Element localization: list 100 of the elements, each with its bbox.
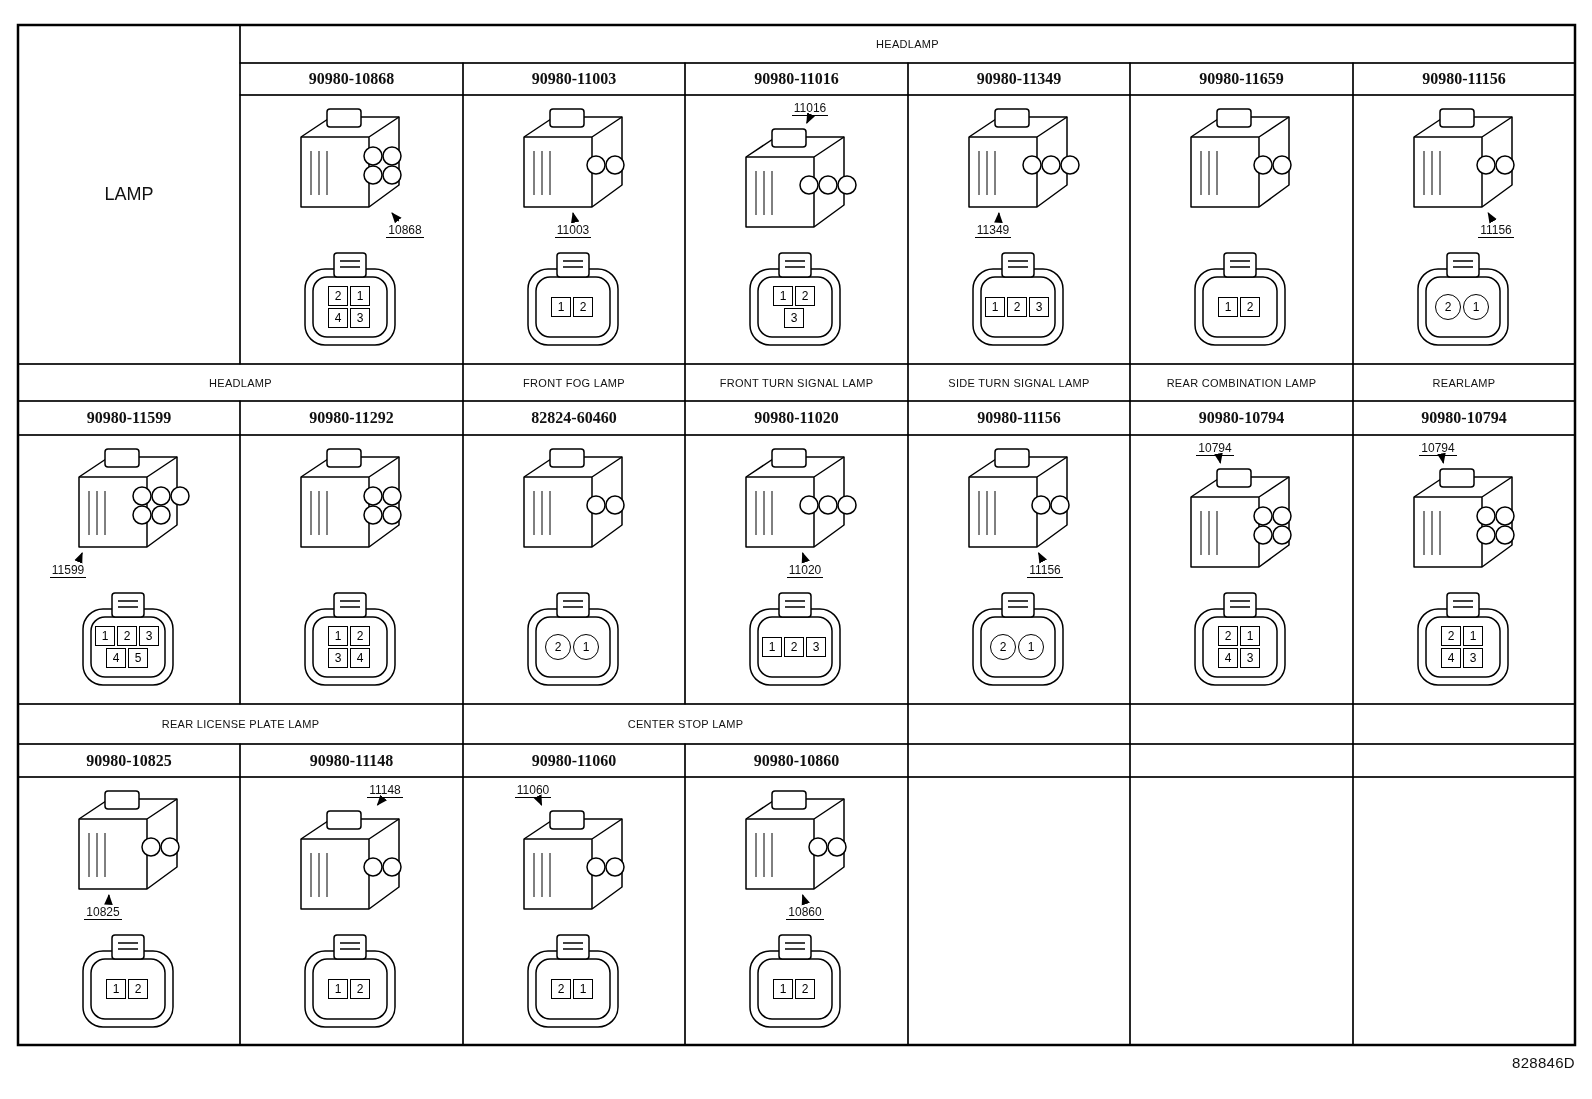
leader-line — [1214, 452, 1223, 465]
pin-number: 2 — [990, 634, 1016, 660]
callout-number: 10794 — [1419, 440, 1457, 456]
callout-number: 11349 — [974, 222, 1012, 238]
leader-line — [104, 893, 113, 905]
pin-number: 1 — [773, 979, 793, 999]
pin-number: 2 — [1435, 294, 1461, 320]
leader-line — [533, 794, 543, 806]
part-number: 90980-11016 — [754, 70, 839, 88]
pin-number: 3 — [328, 648, 348, 668]
pin-number: 1 — [773, 286, 793, 306]
part-number: 90980-11156 — [1422, 70, 1506, 88]
leader-line — [801, 894, 810, 906]
leader-line — [74, 552, 83, 564]
pin-number: 3 — [1463, 648, 1483, 668]
part-number: 90980-11292 — [309, 409, 394, 427]
leader-line — [1437, 452, 1446, 465]
callout-number: 11020 — [786, 562, 824, 578]
part-number: 90980-11659 — [1199, 70, 1284, 88]
pin-number: 3 — [1240, 648, 1260, 668]
pin-number: 4 — [1218, 648, 1238, 668]
callout-number: 11156 — [1027, 562, 1063, 578]
pin-number: 1 — [1240, 626, 1260, 646]
pin-number: 2 — [551, 979, 571, 999]
pin-number: 1 — [106, 979, 126, 999]
pin-number: 4 — [328, 308, 348, 328]
leader-line — [1038, 552, 1047, 564]
pin-number: 3 — [806, 637, 826, 657]
pin-number: 2 — [117, 626, 137, 646]
pin-number: 1 — [328, 626, 348, 646]
part-number: 90980-11060 — [531, 751, 617, 770]
pin-number: 2 — [350, 979, 370, 999]
pin-number: 2 — [328, 286, 348, 306]
part-number: 90980-11349 — [976, 70, 1062, 88]
pin-number: 2 — [1007, 297, 1027, 317]
column-heading: CENTER STOP LAMP — [627, 718, 744, 730]
row-heading: LAMP — [104, 184, 154, 205]
part-number: 90980-10794 — [1421, 409, 1507, 427]
pin-number: 1 — [985, 297, 1005, 317]
pin-number: 3 — [350, 308, 370, 328]
pin-number: 2 — [545, 634, 571, 660]
column-heading: HEADLAMP — [876, 38, 939, 50]
column-heading: HEADLAMP — [209, 376, 272, 389]
pin-number: 3 — [784, 308, 804, 328]
pin-number: 1 — [551, 297, 571, 317]
part-number: 90980-11156 — [977, 409, 1061, 427]
callout-number: 10825 — [84, 904, 122, 920]
pin-number: 1 — [1018, 634, 1044, 660]
pin-number: 2 — [1441, 626, 1461, 646]
pin-number: 2 — [128, 979, 148, 999]
part-number: 82824-60460 — [531, 409, 617, 427]
column-heading: FRONT FOG LAMP — [523, 376, 625, 389]
pin-number: 3 — [139, 626, 159, 646]
pin-number: 2 — [350, 626, 370, 646]
callout-number: 11003 — [554, 222, 592, 238]
part-number: 90980-11003 — [531, 70, 617, 88]
callout-number: 11148 — [367, 782, 403, 798]
callout-number: 10860 — [786, 904, 824, 920]
part-number: 90980-10860 — [753, 751, 840, 770]
part-number: 90980-10868 — [308, 70, 395, 88]
pin-number: 4 — [106, 648, 126, 668]
callout-number: 10868 — [386, 222, 424, 238]
pin-number: 2 — [795, 286, 815, 306]
part-number: 90980-10825 — [86, 751, 172, 770]
callout-number: 10794 — [1196, 440, 1234, 456]
column-heading: SIDE TURN SIGNAL LAMP — [948, 376, 1090, 389]
pin-number: 1 — [1463, 294, 1489, 320]
pin-number: 2 — [1240, 297, 1260, 317]
leader-line — [801, 552, 810, 564]
part-number: 90980-10794 — [1198, 409, 1285, 427]
column-heading: REARLAMP — [1432, 376, 1496, 389]
pin-number: 2 — [784, 637, 804, 657]
callout-number: 11599 — [49, 562, 87, 578]
pin-number: 1 — [573, 979, 593, 999]
pin-number: 1 — [95, 626, 115, 646]
callout-number: 11156 — [1478, 222, 1514, 238]
leader-line — [571, 211, 580, 224]
pin-number: 1 — [328, 979, 348, 999]
pin-number: 1 — [1218, 297, 1238, 317]
pin-number: 2 — [573, 297, 593, 317]
pin-number: 5 — [128, 648, 148, 668]
column-heading: FRONT TURN SIGNAL LAMP — [719, 376, 874, 389]
leader-line — [376, 794, 388, 806]
pin-number: 3 — [1029, 297, 1049, 317]
part-number: 90980-11599 — [86, 409, 172, 427]
leader-line — [391, 212, 402, 224]
part-number: 90980-11148 — [309, 751, 394, 770]
callout-number: 11060 — [514, 782, 552, 798]
column-heading: REAR LICENSE PLATE LAMP — [161, 718, 320, 730]
leader-line — [994, 211, 1003, 223]
pin-number: 2 — [795, 979, 815, 999]
pin-number: 1 — [350, 286, 370, 306]
leader-line — [1487, 212, 1497, 224]
pin-number: 1 — [1463, 626, 1483, 646]
pin-number: 4 — [1441, 648, 1461, 668]
pin-number: 1 — [573, 634, 599, 660]
column-heading: REAR COMBINATION LAMP — [1166, 376, 1317, 389]
part-number: 90980-11020 — [754, 409, 839, 427]
pin-number: 4 — [350, 648, 370, 668]
pin-number: 1 — [762, 637, 782, 657]
